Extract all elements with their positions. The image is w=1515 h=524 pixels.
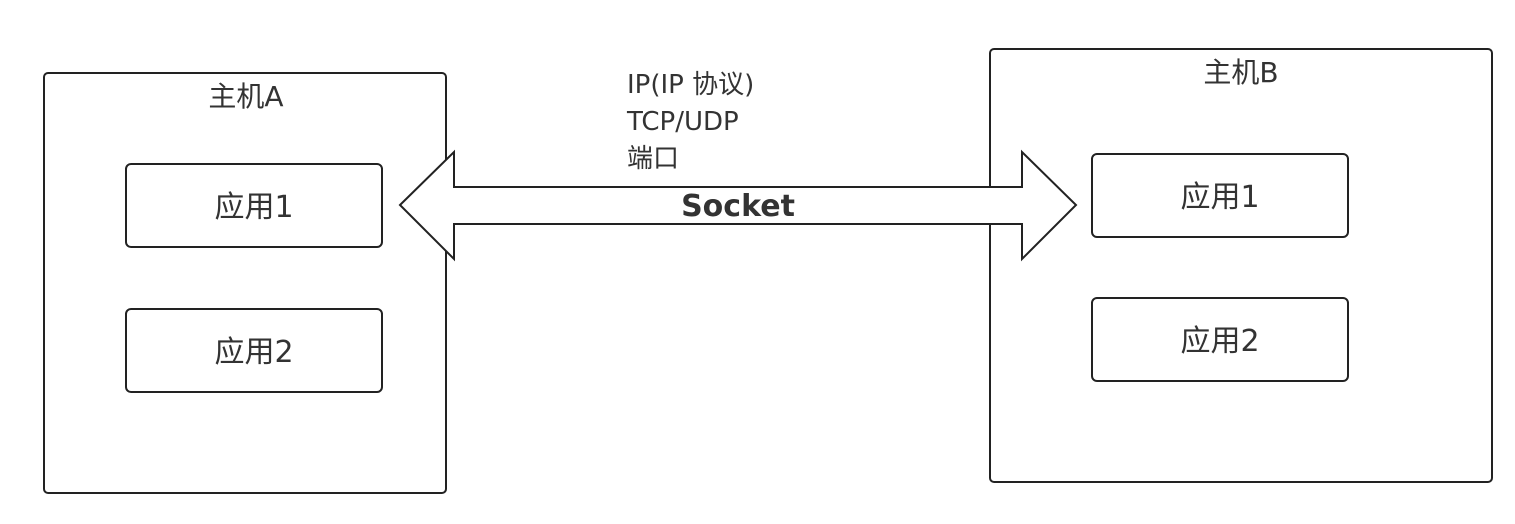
host-a-title: 主机A <box>208 80 283 113</box>
socket-double-arrow <box>398 149 1078 262</box>
host-a-app-1-box <box>125 163 383 248</box>
host-b-box <box>989 48 1493 483</box>
protocol-annotation: IP(IP 协议) TCP/UDP 端口 <box>626 70 754 174</box>
host-a-app-1-label: 应用1 <box>214 190 293 225</box>
host-b-app-1-box <box>1091 153 1349 238</box>
host-b-title: 主机B <box>1203 56 1278 89</box>
host-a-app-2-label: 应用2 <box>214 335 293 370</box>
host-a-app-2-box <box>125 308 383 393</box>
host-b: 主机B 应用1 应用2 <box>989 48 1493 483</box>
protocol-line-port: 端口 <box>627 144 679 174</box>
host-b-app-2-box <box>1091 297 1349 382</box>
host-b-app-2-label: 应用2 <box>1180 324 1259 359</box>
host-a: 主机A 应用1 应用2 <box>43 72 447 494</box>
host-b-app-1-label: 应用1 <box>1180 180 1259 215</box>
host-a-box <box>43 72 447 494</box>
protocol-line-ip: IP(IP 协议) <box>627 70 754 100</box>
protocol-line-transport: TCP/UDP <box>626 107 739 137</box>
socket-label: Socket <box>681 189 795 224</box>
